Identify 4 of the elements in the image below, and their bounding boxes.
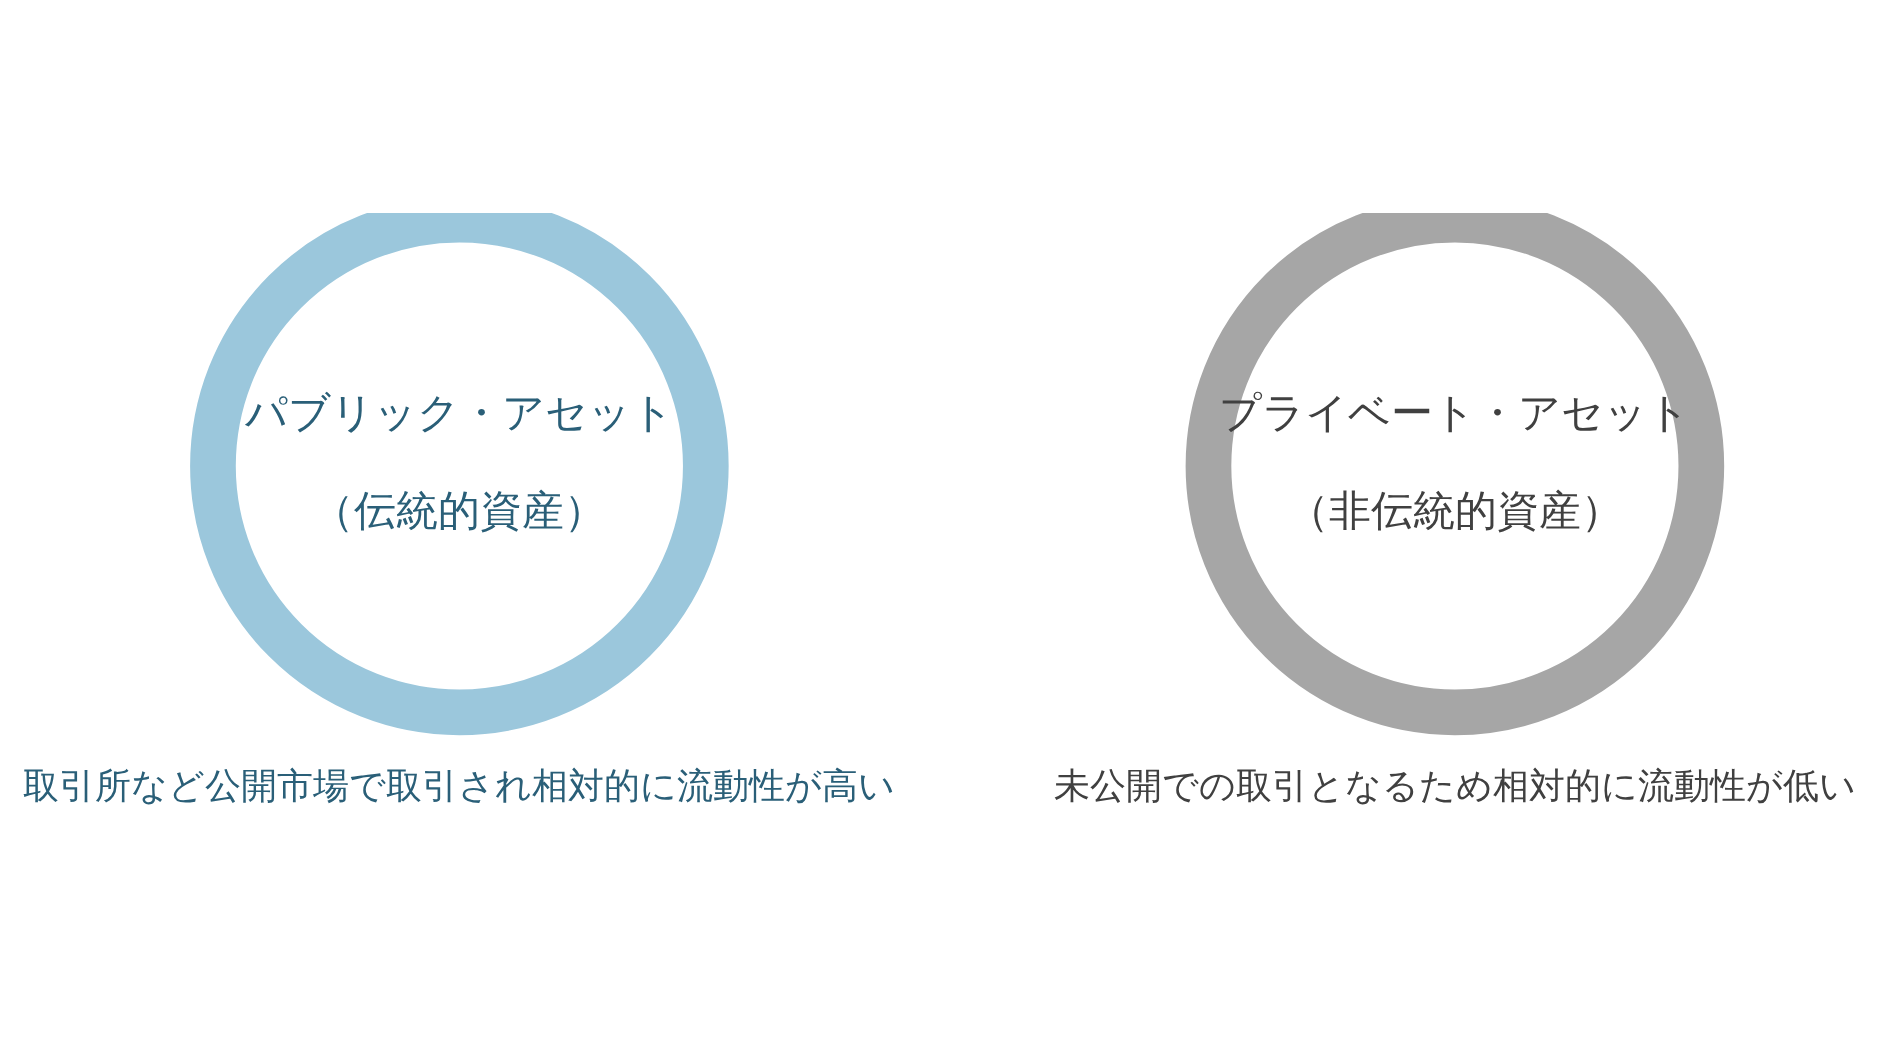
node-label: 取引所など公開市場で取引され相対的に流動性が高い <box>23 764 896 806</box>
node-circle: プライベート・アセット （非伝統的資産） <box>1185 212 1725 735</box>
node-circle: パブリック・アセット （伝統的資産） <box>190 212 729 735</box>
node-label: 未公開での取引となるため相対的に流動性が低い <box>1053 764 1856 806</box>
